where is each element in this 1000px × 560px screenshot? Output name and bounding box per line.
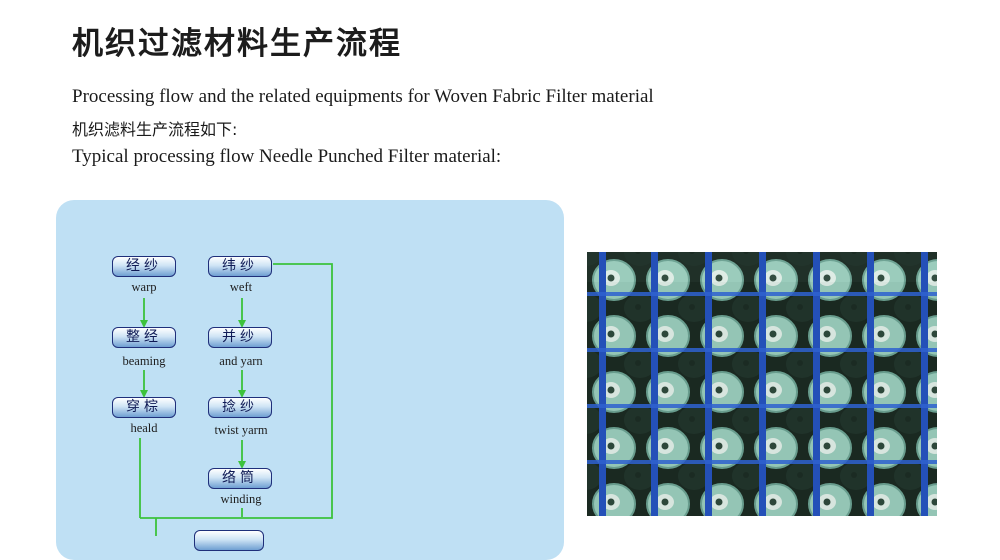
flow-label-winding: winding bbox=[220, 492, 262, 506]
flow-node-beaming: 整经 bbox=[112, 327, 176, 348]
yarn-creel-photo bbox=[587, 252, 937, 516]
flow-node-heald: 穿棕 bbox=[112, 397, 176, 418]
intro-chinese-woven: 机织滤料生产流程如下: bbox=[72, 120, 238, 139]
flow-label-heald: heald bbox=[130, 421, 158, 435]
flow-node-next-partial bbox=[194, 530, 264, 551]
flow-connectors bbox=[139, 263, 333, 536]
line-weft-loop bbox=[140, 263, 333, 519]
flow-node-warp: 经纱 bbox=[112, 256, 176, 277]
flow-label-twist-yarn: twist yarm bbox=[214, 423, 268, 437]
flow-node-twist-yarn: 捻纱 bbox=[208, 397, 272, 418]
flow-label-weft: weft bbox=[229, 280, 253, 294]
intro-english-woven: Processing flow and the related equipmen… bbox=[72, 86, 654, 107]
flow-node-winding: 络筒 bbox=[208, 468, 272, 489]
intro-english-needle-punched: Typical processing flow Needle Punched F… bbox=[72, 146, 502, 167]
flow-node-weft: 纬纱 bbox=[208, 256, 272, 277]
page-title: 机织过滤材料生产流程 bbox=[72, 26, 402, 62]
flow-label-beaming: beaming bbox=[122, 354, 166, 368]
flow-label-warp: warp bbox=[131, 280, 157, 294]
flow-node-and-yarn: 并纱 bbox=[208, 327, 272, 348]
flow-label-and-yarn: and yarn bbox=[219, 354, 263, 368]
